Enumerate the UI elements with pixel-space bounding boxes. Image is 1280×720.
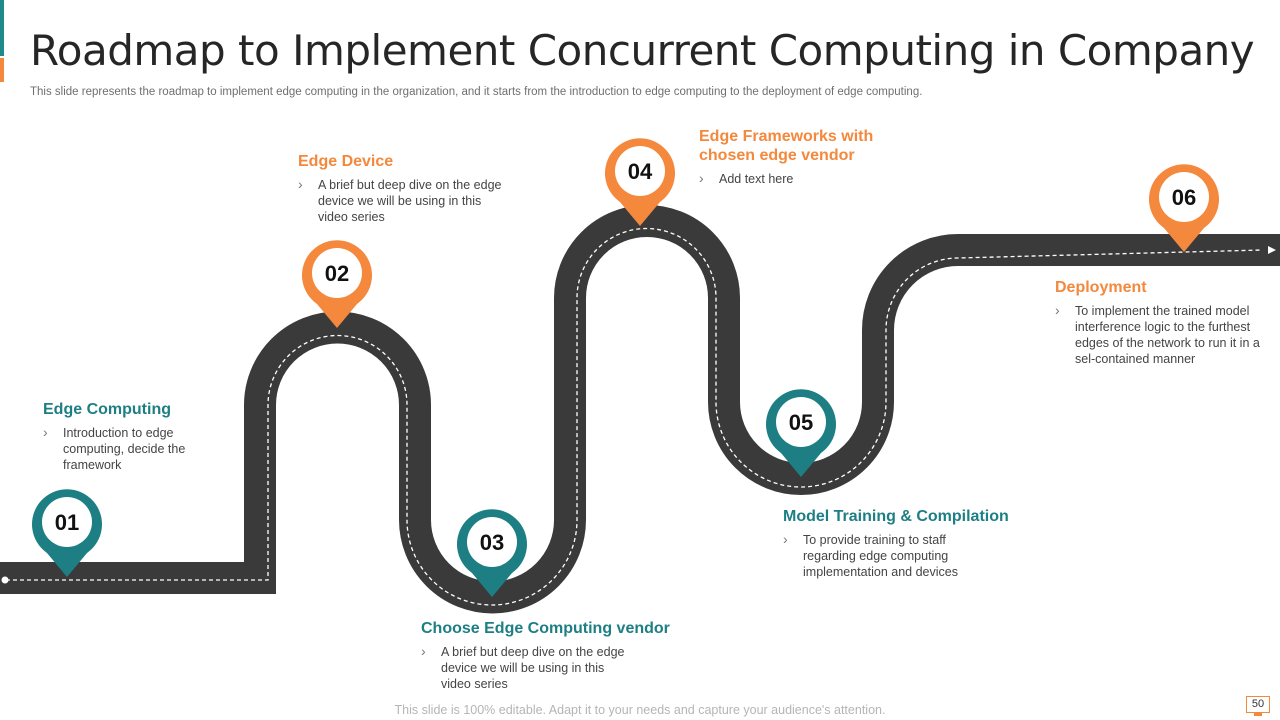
milestone-01-text: Introduction to edge computing, decide t… bbox=[43, 424, 208, 473]
slide-footer: This slide is 100% editable. Adapt it to… bbox=[394, 703, 886, 717]
milestone-04-description: Edge Frameworks with chosen edge vendor … bbox=[699, 127, 894, 187]
pin-number-05: 05 bbox=[789, 410, 813, 435]
milestone-03-text: A brief but deep dive on the edge device… bbox=[421, 643, 631, 692]
milestone-06-text: To implement the trained model interfere… bbox=[1055, 302, 1270, 367]
milestone-pin-05: 05 bbox=[766, 389, 836, 477]
milestone-02-title: Edge Device bbox=[298, 153, 394, 170]
milestone-02-description: Edge Device A brief but deep dive on the… bbox=[298, 152, 513, 225]
milestone-pin-06: 06 bbox=[1149, 164, 1219, 252]
milestone-01-description: Edge Computing Introduction to edge comp… bbox=[43, 400, 208, 473]
milestone-02-text: A brief but deep dive on the edge device… bbox=[298, 176, 513, 225]
milestone-05-description: Model Training & Compilation To provide … bbox=[783, 507, 1023, 580]
milestone-05-text: To provide training to staff regarding e… bbox=[783, 531, 978, 580]
road-end-arrow-icon bbox=[1268, 246, 1276, 254]
pin-number-02: 02 bbox=[325, 261, 349, 286]
pin-number-01: 01 bbox=[55, 510, 79, 535]
pin-number-03: 03 bbox=[480, 530, 504, 555]
milestone-04-title: Edge Frameworks with chosen edge vendor bbox=[699, 128, 874, 164]
milestone-06-description: Deployment To implement the trained mode… bbox=[1055, 278, 1270, 367]
road-surface bbox=[0, 205, 1280, 614]
milestone-pin-02: 02 bbox=[302, 240, 372, 328]
road-start-dot bbox=[1, 576, 9, 584]
slide-subtitle: This slide represents the roadmap to imp… bbox=[30, 86, 923, 98]
milestone-03-description: Choose Edge Computing vendor A brief but… bbox=[421, 619, 691, 692]
accent-bar-teal bbox=[0, 0, 4, 56]
milestone-01-title: Edge Computing bbox=[43, 401, 171, 418]
page-number-tab bbox=[1254, 712, 1262, 716]
milestone-05-title: Model Training & Compilation bbox=[783, 508, 1009, 525]
milestone-pin-03: 03 bbox=[457, 509, 527, 597]
milestone-06-title: Deployment bbox=[1055, 279, 1147, 296]
milestone-04-text: Add text here bbox=[699, 170, 894, 187]
pin-number-04: 04 bbox=[628, 159, 653, 184]
milestone-pin-04: 04 bbox=[605, 138, 675, 226]
milestone-03-title: Choose Edge Computing vendor bbox=[421, 620, 670, 637]
accent-bar-orange bbox=[0, 58, 4, 82]
pin-number-06: 06 bbox=[1172, 185, 1196, 210]
page-number: 50 bbox=[1246, 696, 1270, 713]
road-center-line bbox=[6, 227, 1263, 606]
milestone-pin-01: 01 bbox=[32, 489, 103, 577]
slide-title: Roadmap to Implement Concurrent Computin… bbox=[30, 26, 1255, 75]
